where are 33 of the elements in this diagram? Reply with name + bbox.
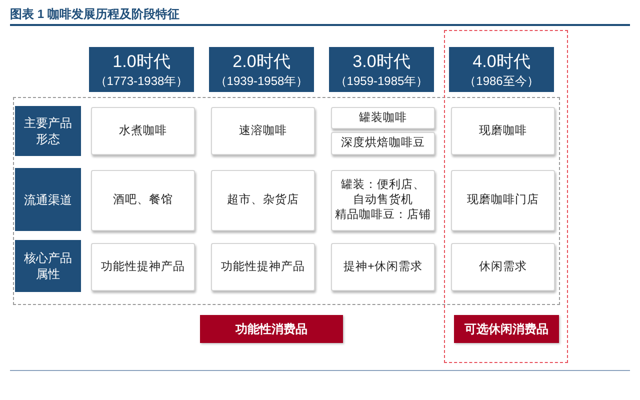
row-header: 流通渠道 (15, 168, 81, 231)
category-banner: 功能性消费品 (200, 315, 343, 343)
era-name: 3.0时代 (352, 50, 410, 72)
table-cell: 水煮咖啡 (91, 107, 195, 155)
table-cell: 深度烘焙咖啡豆 (331, 132, 435, 155)
era-header (89, 47, 194, 92)
table-cell: 超市、杂货店 (211, 170, 315, 231)
era-header (449, 47, 554, 92)
table-cell: 速溶咖啡 (211, 107, 315, 155)
row-header: 核心产品属性 (15, 240, 81, 292)
table-cell (331, 170, 435, 231)
category-banner: 可选休闲消费品 (454, 315, 559, 343)
table-cell: 提神+休闲需求 (331, 243, 435, 291)
year-range: （1939-1958年） (214, 72, 308, 88)
cell-text: 罐装：便利店、自动售货机 (340, 178, 426, 208)
era-name: 1.0时代 (112, 50, 170, 72)
era-header (209, 47, 314, 92)
year-range: （1959-1985年） (334, 72, 428, 88)
era-name: 2.0时代 (232, 50, 290, 72)
table-cell: 现磨咖啡 (451, 107, 555, 155)
row-header: 主要产品形态 (15, 106, 81, 156)
table-cell: 休闲需求 (451, 243, 555, 291)
table-cell: 功能性提神产品 (91, 243, 195, 291)
year-range: （1773-1938年） (94, 72, 188, 88)
table-cell: 功能性提神产品 (211, 243, 315, 291)
table-cell: 罐装咖啡 (331, 107, 435, 129)
year-range: （1986至今） (464, 72, 539, 88)
era-header (329, 47, 434, 92)
table-cell: 酒吧、餐馆 (91, 170, 195, 231)
cell-text: 精品咖啡豆：店铺 (335, 208, 431, 223)
figure-title: 图表 1 咖啡发展历程及阶段特征 (10, 6, 180, 23)
table-cell: 现磨咖啡门店 (451, 170, 555, 231)
era-name: 4.0时代 (472, 50, 530, 72)
